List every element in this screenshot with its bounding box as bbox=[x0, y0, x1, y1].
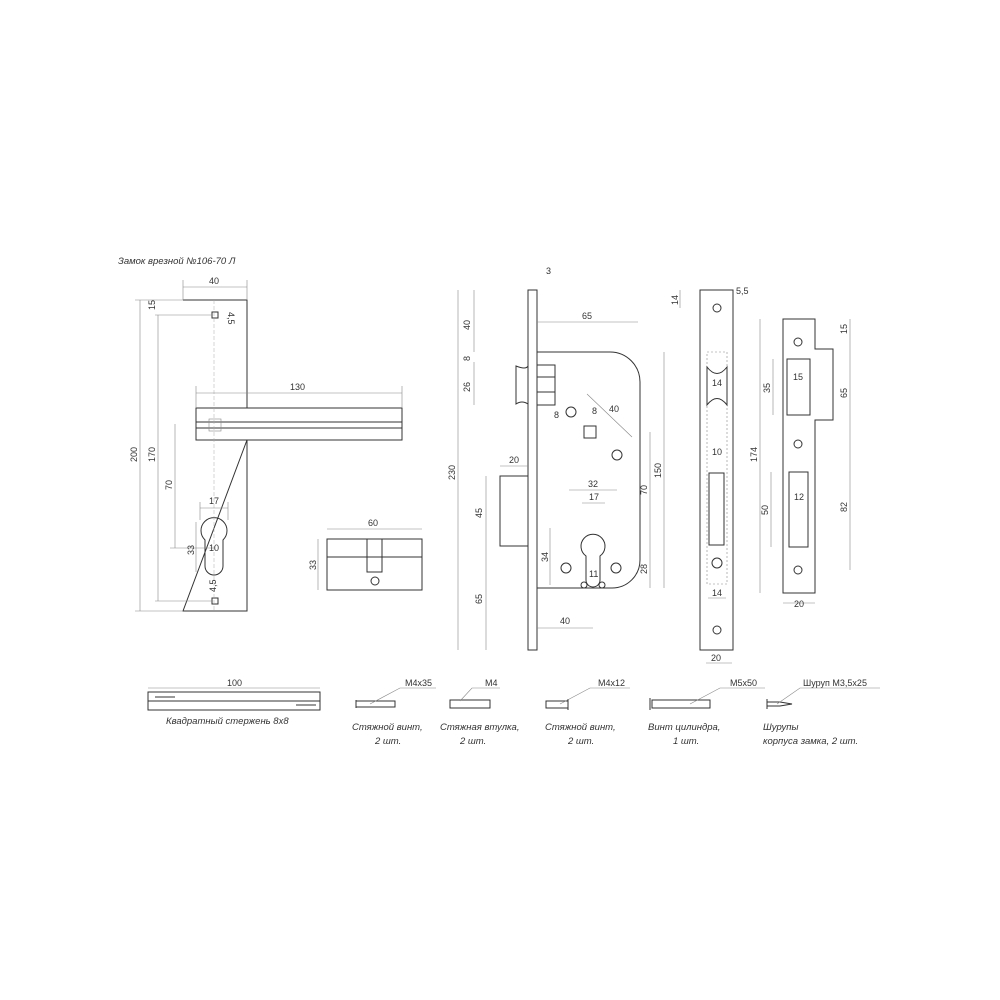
svg-text:20: 20 bbox=[794, 599, 804, 609]
svg-text:20: 20 bbox=[509, 455, 519, 465]
part-screw-m5x50: M5x50 Винт цилиндра, 1 шт. bbox=[648, 678, 765, 747]
svg-text:корпуса замка, 2 шт.: корпуса замка, 2 шт. bbox=[763, 736, 858, 747]
svg-text:2 шт.: 2 шт. bbox=[459, 736, 486, 747]
svg-text:Стяжной винт,: Стяжной винт, bbox=[545, 722, 616, 733]
svg-text:40: 40 bbox=[209, 276, 219, 286]
svg-text:15: 15 bbox=[147, 300, 157, 310]
svg-text:Стяжной винт,: Стяжной винт, bbox=[352, 722, 423, 733]
part-sleeve-m4: M4 Стяжная втулка, 2 шт. bbox=[440, 678, 519, 747]
svg-text:200: 200 bbox=[129, 447, 139, 462]
strike-plate-view: 174 35 50 15 12 15 65 82 20 bbox=[749, 318, 851, 609]
svg-text:17: 17 bbox=[589, 492, 599, 502]
svg-text:14: 14 bbox=[712, 378, 722, 388]
svg-text:32: 32 bbox=[588, 479, 598, 489]
svg-text:M4: M4 bbox=[485, 678, 498, 688]
svg-text:4,5: 4,5 bbox=[226, 312, 236, 325]
svg-text:Винт цилиндра,: Винт цилиндра, bbox=[648, 722, 720, 733]
svg-text:1 шт.: 1 шт. bbox=[673, 736, 699, 747]
svg-text:130: 130 bbox=[290, 382, 305, 392]
svg-text:Квадратный стержень 8х8: Квадратный стержень 8х8 bbox=[166, 716, 289, 727]
part-square-rod: 100 Квадратный стержень 8х8 bbox=[147, 678, 321, 727]
svg-text:150: 150 bbox=[653, 463, 663, 478]
svg-text:170: 170 bbox=[147, 447, 157, 462]
svg-text:100: 100 bbox=[227, 678, 242, 688]
svg-text:M5x50: M5x50 bbox=[730, 678, 757, 688]
svg-text:10: 10 bbox=[712, 447, 722, 457]
svg-text:17: 17 bbox=[209, 496, 219, 506]
svg-text:15: 15 bbox=[793, 372, 803, 382]
svg-text:60: 60 bbox=[368, 518, 378, 528]
svg-text:15: 15 bbox=[839, 324, 849, 334]
svg-text:174: 174 bbox=[749, 447, 759, 462]
svg-text:70: 70 bbox=[639, 485, 649, 495]
part-screw-m4x35: M4x35 Стяжной винт, 2 шт. bbox=[352, 678, 436, 747]
screw-hole-bottom bbox=[211, 597, 219, 605]
svg-text:82: 82 bbox=[839, 502, 849, 512]
faceplate-view: 14 5,5 14 10 14 20 bbox=[670, 286, 749, 664]
svg-text:33: 33 bbox=[308, 560, 318, 570]
parts-list: 100 Квадратный стержень 8х8 M4x35 Стяжно… bbox=[147, 678, 880, 747]
svg-text:Шурупы: Шурупы bbox=[763, 722, 798, 733]
svg-text:8: 8 bbox=[554, 410, 559, 420]
svg-text:26: 26 bbox=[462, 382, 472, 392]
svg-text:65: 65 bbox=[474, 594, 484, 604]
svg-text:5,5: 5,5 bbox=[736, 286, 749, 296]
svg-text:35: 35 bbox=[762, 383, 772, 393]
svg-text:10: 10 bbox=[209, 543, 219, 553]
svg-text:65: 65 bbox=[839, 388, 849, 398]
svg-text:14: 14 bbox=[712, 588, 722, 598]
screw-hole-top bbox=[211, 311, 219, 319]
svg-text:40: 40 bbox=[462, 320, 472, 330]
svg-text:Стяжная втулка,: Стяжная втулка, bbox=[440, 722, 519, 733]
svg-text:33: 33 bbox=[186, 545, 196, 555]
svg-text:40: 40 bbox=[560, 616, 570, 626]
svg-text:2 шт.: 2 шт. bbox=[374, 736, 401, 747]
svg-text:M4x35: M4x35 bbox=[405, 678, 432, 688]
svg-text:50: 50 bbox=[760, 505, 770, 515]
svg-text:2 шт.: 2 шт. bbox=[567, 736, 594, 747]
svg-text:70: 70 bbox=[164, 480, 174, 490]
svg-text:65: 65 bbox=[582, 311, 592, 321]
cylinder-view: 60 33 bbox=[308, 518, 423, 591]
part-wood-screw: Шуруп M3,5x25 Шурупы корпуса замка, 2 шт… bbox=[763, 678, 880, 747]
svg-text:8: 8 bbox=[462, 356, 472, 361]
svg-text:3: 3 bbox=[546, 266, 551, 276]
drawing-title: Замок врезной №106-70 Л bbox=[118, 256, 236, 267]
svg-text:34: 34 bbox=[540, 552, 550, 562]
svg-text:230: 230 bbox=[447, 465, 457, 480]
handle-view: 40 130 200 170 15 70 4,5 4,5 17 33 10 bbox=[129, 276, 403, 612]
lock-body-view: 3 65 40 8 26 230 20 45 65 150 70 28 32 1… bbox=[447, 266, 665, 651]
svg-text:4,5: 4,5 bbox=[208, 579, 218, 592]
svg-text:12: 12 bbox=[794, 492, 804, 502]
svg-text:14: 14 bbox=[670, 295, 680, 305]
svg-text:20: 20 bbox=[711, 653, 721, 663]
svg-text:8: 8 bbox=[592, 406, 597, 416]
svg-text:Шуруп M3,5x25: Шуруп M3,5x25 bbox=[803, 678, 867, 688]
svg-text:45: 45 bbox=[474, 508, 484, 518]
svg-text:M4x12: M4x12 bbox=[598, 678, 625, 688]
keyhole bbox=[200, 517, 228, 576]
part-screw-m4x12: M4x12 Стяжной винт, 2 шт. bbox=[545, 678, 630, 747]
svg-text:40: 40 bbox=[609, 404, 619, 414]
svg-text:28: 28 bbox=[639, 564, 649, 574]
svg-text:11: 11 bbox=[589, 569, 598, 579]
